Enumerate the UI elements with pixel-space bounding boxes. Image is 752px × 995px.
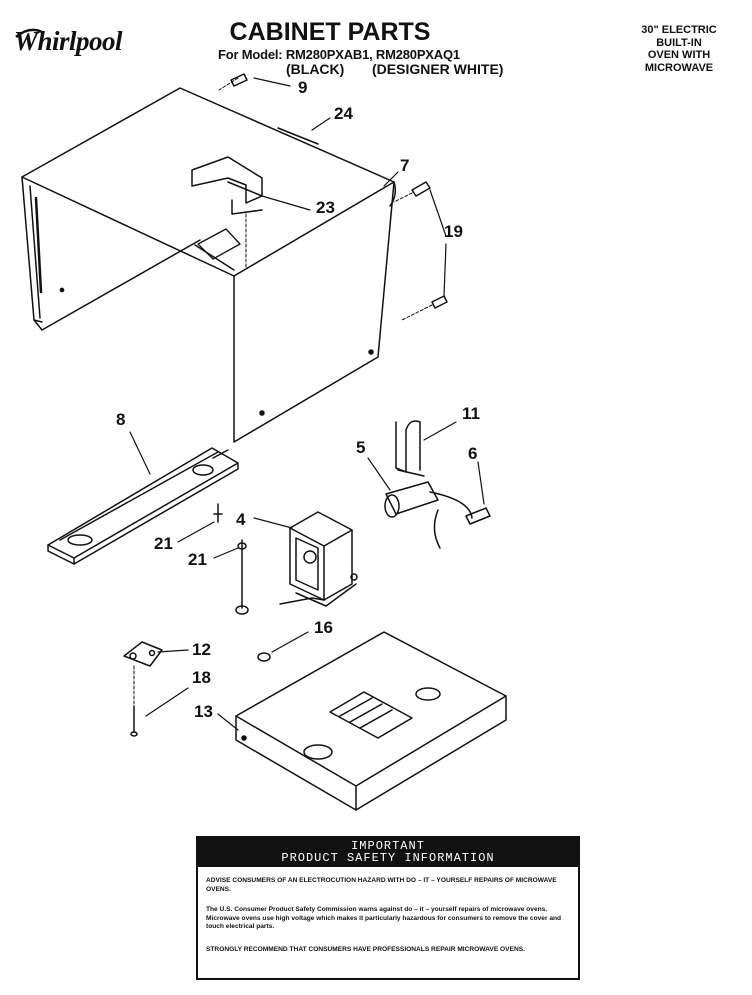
callout-24: 24: [334, 104, 353, 123]
callout-6: 6: [468, 444, 478, 463]
callout-13: 13: [194, 702, 213, 721]
variant-black: (BLACK): [286, 61, 345, 77]
notice-heading-line1: IMPORTANT: [351, 839, 425, 853]
brand-logo: Whirlpool: [14, 26, 123, 57]
callout-4: 4: [236, 510, 246, 529]
part-5-capacitor: [384, 481, 473, 549]
callout-19: 19: [444, 222, 463, 241]
desc-line: OVEN WITH: [647, 49, 711, 61]
callout-7: 7: [400, 156, 410, 175]
logo-swoosh-icon: [15, 28, 43, 38]
callout-8: 8: [116, 410, 126, 429]
part-23-bracket: [191, 156, 263, 269]
callout-11: 11: [462, 404, 480, 423]
part-4-transformer: [279, 511, 358, 607]
callout-21-lower: 21: [188, 550, 207, 569]
screw-19-upper: [393, 181, 431, 203]
part-8-rail: [47, 447, 239, 565]
callout-18: 18: [192, 668, 211, 687]
notice-paragraph-2: The U.S. Consumer Product Safety Commiss…: [206, 906, 562, 931]
callout-23: 23: [316, 198, 335, 217]
safety-notice-box: IMPORTANT PRODUCT SAFETY INFORMATION ADV…: [196, 836, 580, 980]
part-6-diode: [465, 507, 491, 525]
desc-line: BUILT-IN: [656, 36, 702, 49]
callout-12: 12: [192, 640, 211, 659]
screw-18: [130, 705, 138, 737]
screw-21-upper: [213, 503, 223, 523]
notice-heading: IMPORTANT PRODUCT SAFETY INFORMATION: [198, 838, 578, 867]
callout-9: 9: [298, 78, 308, 97]
callout-21-upper: 21: [154, 534, 173, 553]
notice-paragraph-3: STRONGLY RECOMMEND THAT CONSUMERS HAVE P…: [206, 945, 525, 953]
part-13-base-pan: [235, 631, 507, 811]
variant-designer-white: (DESIGNER WHITE): [372, 61, 504, 77]
callout-16: 16: [314, 618, 333, 637]
callout-5: 5: [356, 438, 366, 457]
part-12-plate: [123, 641, 163, 727]
product-description: 30" ELECTRIC BUILT-IN OVEN WITH MICROWAV…: [620, 24, 738, 74]
notice-paragraph-1: ADVISE CONSUMERS OF AN ELECTROCUTION HAZ…: [206, 877, 557, 893]
desc-line: MICROWAVE: [644, 61, 714, 74]
part-11-bracket: [395, 420, 425, 477]
model-line: For Model: RM280PXAB1, RM280PXAQ1: [218, 47, 460, 62]
desc-line: 30" ELECTRIC: [641, 24, 717, 36]
screw-21-lower: [235, 539, 249, 615]
screw-19-lower: [401, 295, 448, 321]
notice-heading-line2: PRODUCT SAFETY INFORMATION: [281, 851, 495, 865]
leader-lines: [129, 77, 485, 731]
screw-9: [218, 73, 248, 91]
cabinet-wrapper: [21, 87, 397, 443]
page-title: CABINET PARTS: [229, 18, 431, 46]
part-16-grommet: [257, 652, 271, 662]
part-24-strip: [277, 127, 319, 145]
